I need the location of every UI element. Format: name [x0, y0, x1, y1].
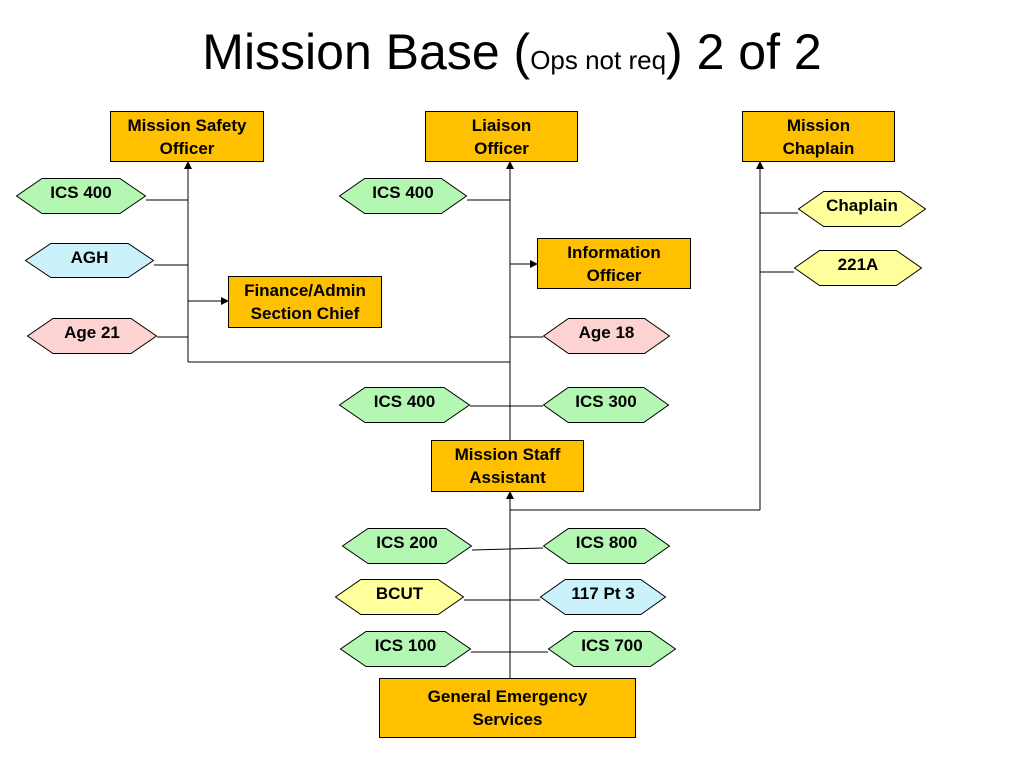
- requirement-ics300: ICS 300: [542, 387, 670, 423]
- requirement-age-18: Age 18: [542, 318, 671, 354]
- requirement-age-21: Age 21: [26, 318, 158, 354]
- hexagon-shape: [26, 318, 158, 354]
- finance-admin-section-chief-box: Finance/Admin Section Chief: [228, 276, 382, 328]
- title-main: Mission Base (: [202, 24, 531, 80]
- hexagon-shape: [339, 631, 472, 667]
- general-emergency-services-box: General Emergency Services: [379, 678, 636, 738]
- liaison-officer-box: Liaison Officer: [425, 111, 578, 162]
- hexagon-shape: [542, 528, 671, 564]
- requirement-ics700: ICS 700: [547, 631, 677, 667]
- requirement-ics200: ICS 200: [341, 528, 473, 564]
- requirement-agh: AGH: [24, 243, 155, 278]
- hexagon-shape: [24, 243, 155, 278]
- mission-staff-assistant-box: Mission Staff Assistant: [431, 440, 584, 492]
- title-small: Ops not req: [530, 45, 667, 75]
- requirement-chaplain: Chaplain: [797, 191, 927, 227]
- requirement-221a: 221A: [793, 250, 923, 286]
- hexagon-shape: [542, 318, 671, 354]
- requirement-ics400-staff: ICS 400: [338, 387, 471, 423]
- hexagon-shape: [341, 528, 473, 564]
- requirement-ics800: ICS 800: [542, 528, 671, 564]
- information-officer-box: Information Officer: [537, 238, 691, 289]
- hexagon-shape: [547, 631, 677, 667]
- title-end: ) 2 of 2: [666, 24, 822, 80]
- requirement-ics100: ICS 100: [339, 631, 472, 667]
- hexagon-shape: [338, 387, 471, 423]
- hexagon-shape: [797, 191, 927, 227]
- mission-chaplain-box: Mission Chaplain: [742, 111, 895, 162]
- page-title: Mission Base (Ops not req) 2 of 2: [0, 22, 1024, 90]
- requirement-ics400-liaison: ICS 400: [338, 178, 468, 214]
- hexagon-shape: [338, 178, 468, 214]
- requirement-117-pt3: 117 Pt 3: [539, 579, 667, 615]
- mission-safety-officer-box: Mission Safety Officer: [110, 111, 264, 162]
- hexagon-shape: [15, 178, 147, 214]
- hexagon-shape: [793, 250, 923, 286]
- requirement-ics400-safety: ICS 400: [15, 178, 147, 214]
- requirement-bcut: BCUT: [334, 579, 465, 615]
- hexagon-shape: [334, 579, 465, 615]
- hexagon-shape: [539, 579, 667, 615]
- hexagon-shape: [542, 387, 670, 423]
